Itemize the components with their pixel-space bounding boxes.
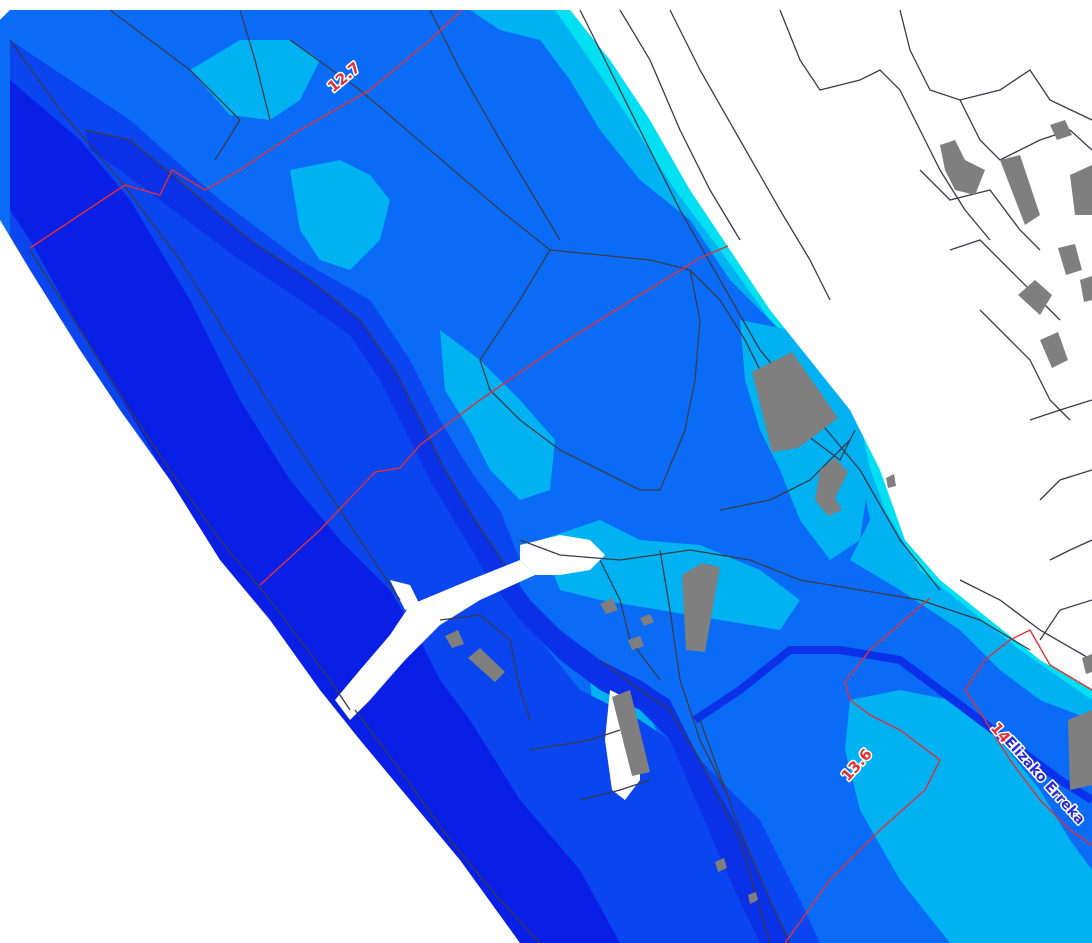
parcel-line bbox=[519, 539, 1031, 651]
parcel-line bbox=[1039, 469, 1092, 501]
dry-land-lower-left bbox=[0, 220, 520, 943]
building bbox=[1000, 155, 1040, 225]
building bbox=[748, 892, 758, 904]
parcel-line bbox=[109, 9, 241, 161]
parcel-line bbox=[719, 439, 851, 511]
building bbox=[640, 614, 654, 626]
building bbox=[886, 474, 896, 488]
building bbox=[1080, 276, 1092, 302]
section-line-mid bbox=[259, 245, 729, 586]
section-line-14-b bbox=[964, 689, 1092, 846]
parcel-line bbox=[439, 614, 531, 721]
building bbox=[612, 690, 650, 776]
cross-section-lines bbox=[29, 9, 1092, 943]
parcel-line bbox=[479, 249, 701, 491]
parcel-line bbox=[899, 9, 1092, 121]
section-line-13-6 bbox=[784, 597, 941, 943]
parcel-line bbox=[1039, 599, 1092, 641]
parcel-line bbox=[599, 559, 661, 681]
parcel-line bbox=[599, 659, 771, 943]
depth-patch-low-6 bbox=[540, 520, 800, 630]
building bbox=[1040, 332, 1068, 368]
parcel-line bbox=[1049, 539, 1092, 561]
depth-patch-low-3 bbox=[190, 40, 320, 120]
building bbox=[445, 630, 464, 648]
parcel-line bbox=[354, 709, 541, 943]
parcel-line bbox=[579, 9, 941, 591]
parcel-line bbox=[1029, 399, 1092, 421]
parcel-line bbox=[239, 9, 271, 121]
parcel-line bbox=[779, 9, 991, 241]
parcel-line bbox=[9, 39, 401, 601]
building bbox=[715, 858, 727, 872]
depth-patch-low-2 bbox=[440, 330, 555, 500]
building bbox=[940, 140, 985, 195]
parcel-line bbox=[529, 729, 621, 751]
building bbox=[752, 352, 838, 452]
parcel-line bbox=[959, 579, 1092, 661]
parcel-line bbox=[669, 9, 831, 301]
building bbox=[1018, 280, 1052, 315]
parcel-line bbox=[579, 779, 651, 801]
building bbox=[600, 598, 618, 614]
building bbox=[1070, 165, 1092, 215]
building bbox=[815, 458, 848, 516]
dry-area-bridge bbox=[335, 560, 535, 720]
depth-patch-low-5 bbox=[845, 690, 1092, 943]
parcel-line bbox=[959, 99, 1092, 161]
parcel-line bbox=[979, 309, 1071, 421]
depth-patch-low-1 bbox=[290, 160, 390, 270]
parcel-line bbox=[29, 249, 351, 711]
section-line-12-7 bbox=[29, 9, 463, 249]
depth-zone-very-high bbox=[10, 80, 620, 943]
buildings bbox=[445, 120, 1092, 904]
building bbox=[682, 563, 720, 652]
building bbox=[1068, 710, 1092, 790]
building bbox=[468, 648, 505, 682]
parcel-line bbox=[949, 239, 1061, 321]
parcel-line bbox=[659, 549, 731, 801]
parcel-line bbox=[699, 719, 791, 943]
section-line-14 bbox=[964, 629, 1092, 691]
building bbox=[1058, 244, 1082, 275]
building bbox=[1082, 654, 1092, 674]
building bbox=[628, 636, 644, 650]
parcel-boundaries bbox=[9, 9, 1092, 943]
parcel-line bbox=[619, 9, 741, 241]
parcel-line bbox=[919, 169, 1041, 251]
dry-area-island-3 bbox=[390, 580, 420, 610]
dry-land-strip bbox=[620, 10, 820, 310]
building bbox=[1050, 120, 1072, 140]
tributary-channel bbox=[692, 646, 1092, 804]
parcel-line bbox=[429, 9, 561, 241]
parcel-line bbox=[289, 39, 551, 251]
